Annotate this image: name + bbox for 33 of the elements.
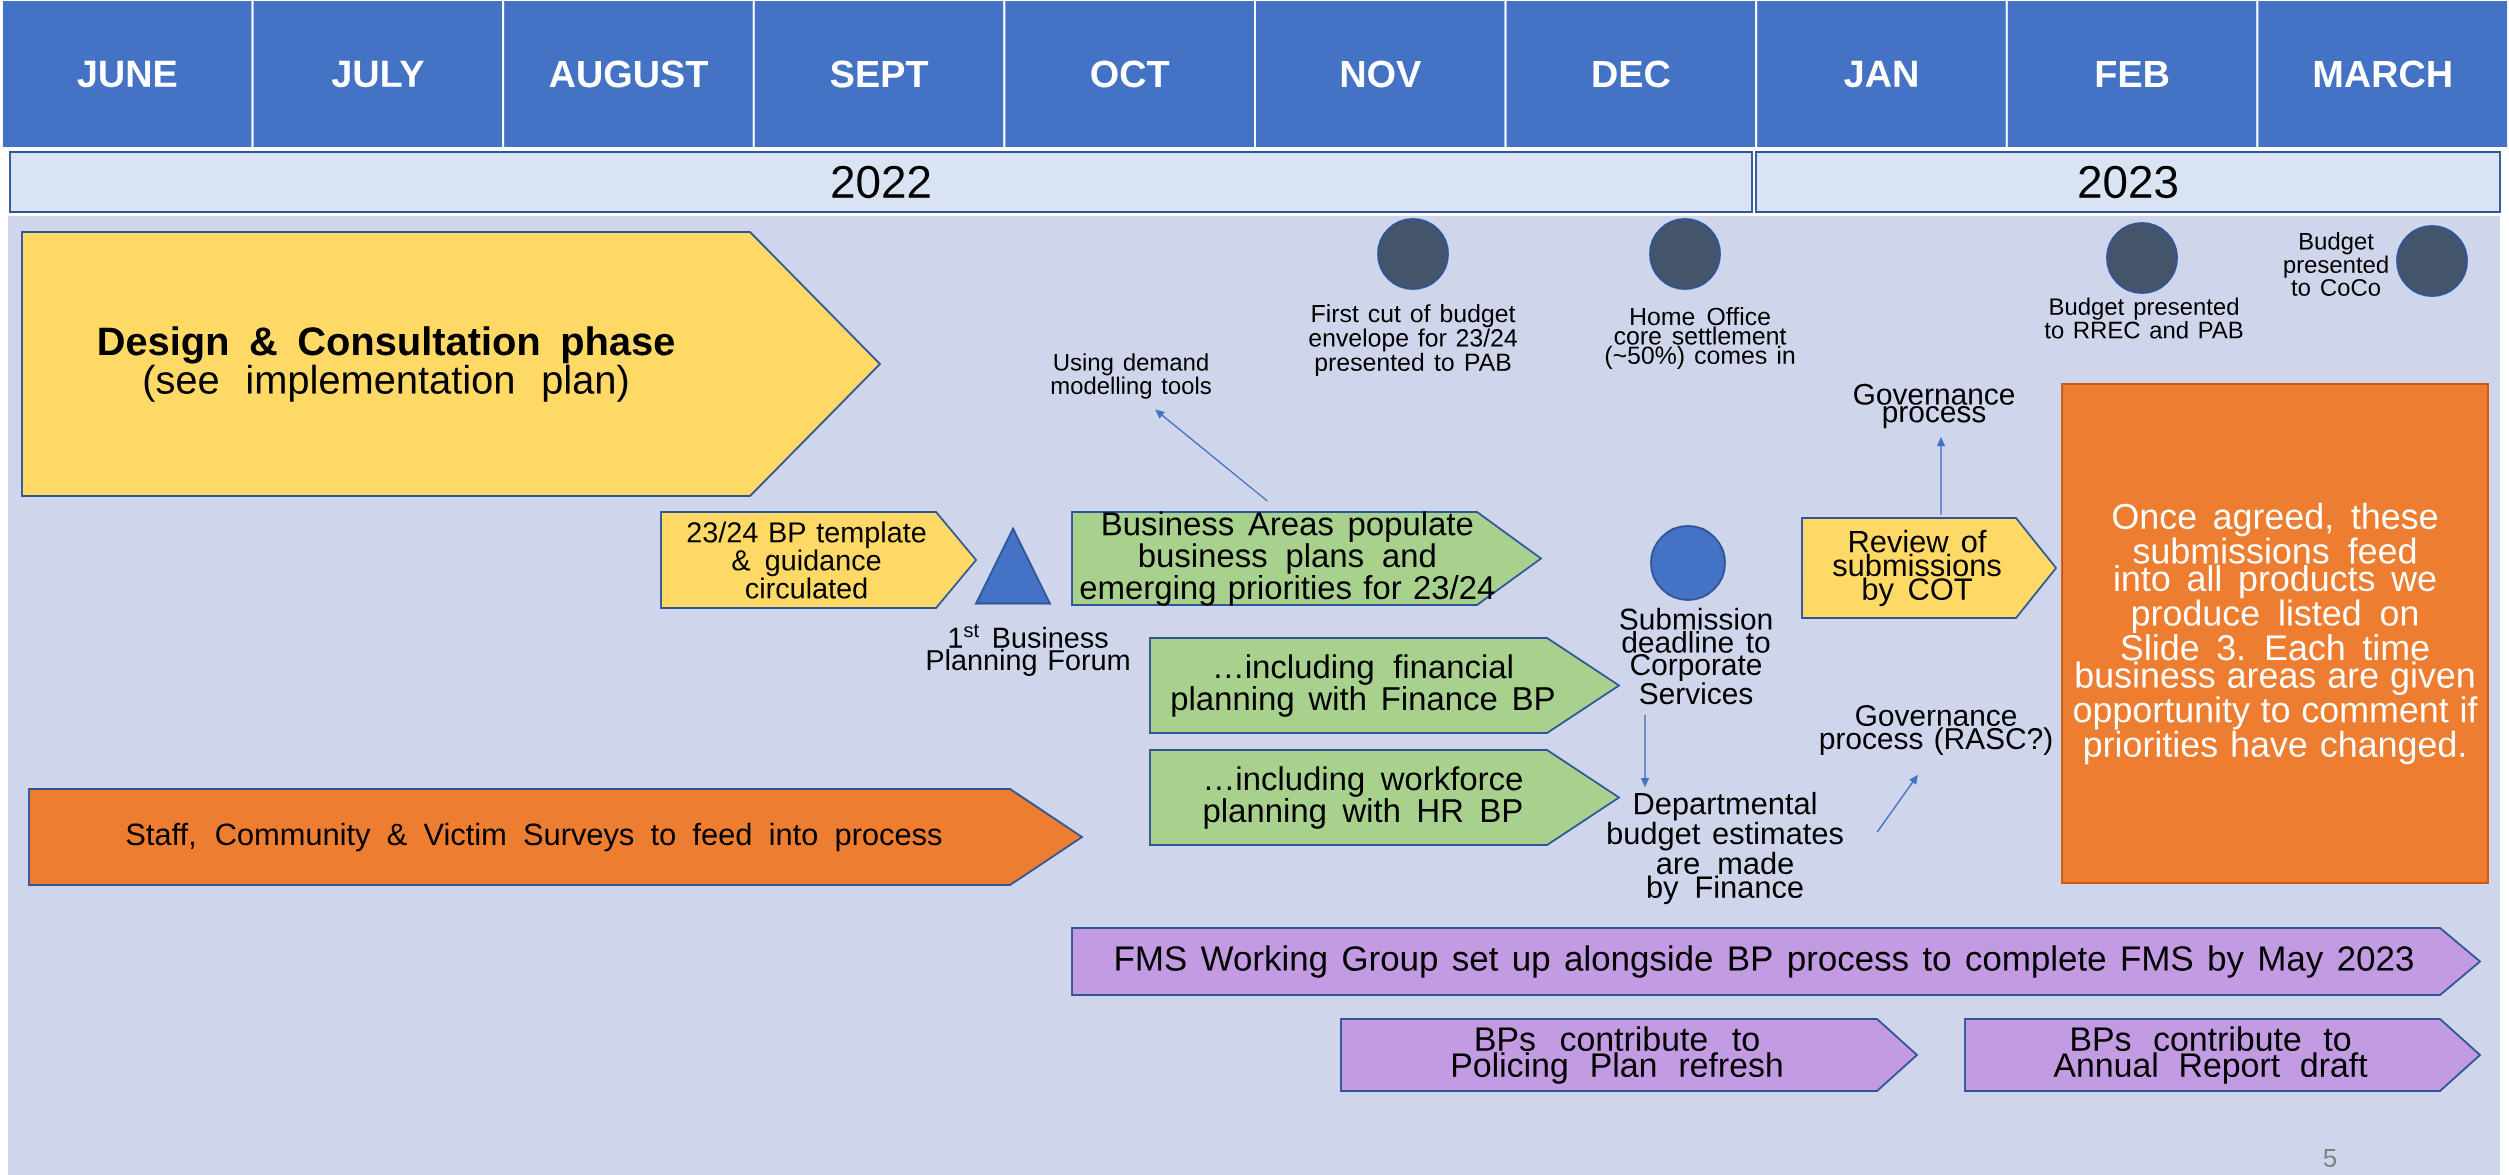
info-box: Once agreed, these submissions feed into all products we produce listed on Slide 3. Each time business areas are given opportunity to comment if priorities have changed. xyxy=(2061,383,2489,884)
month-header: SEPT xyxy=(752,0,1006,149)
milestone-caption: First cut of budget envelope for 23/24 presented to PAB xyxy=(1309,304,1517,376)
year-band: 2022 xyxy=(9,151,1753,213)
month-header: NOV xyxy=(1254,0,1507,149)
milestone-caption: 1$^{st}$ Business Planning Forum xyxy=(927,624,1129,676)
month-header: DEC xyxy=(1504,0,1758,149)
month-header: JULY xyxy=(251,0,505,149)
task-banner: BPs contribute to Annual Report draft xyxy=(1964,1018,2482,1092)
task-banner: Staff, Community & Victim Surveys to feed into process xyxy=(28,788,1084,886)
page-number: 5 xyxy=(2323,1149,2337,1168)
month-header: AUGUST xyxy=(502,0,755,149)
task-banner: Business Areas populate business plans and emerging priorities for 23/24 xyxy=(1071,511,1543,606)
month-header: MARCH xyxy=(2256,0,2509,149)
milestone-caption: Budget presented to RREC and PAB xyxy=(2044,297,2243,339)
milestone-caption: Submission deadline to Corporate Services xyxy=(1620,607,1772,705)
year-band: 2023 xyxy=(1755,151,2501,213)
task-banner: …including financial planning with Finance BP xyxy=(1149,637,1621,734)
task-banner: FMS Working Group set up alongside BP process to complete FMS by May 2023 xyxy=(1071,927,2482,996)
annotation-text: Governance process (RASC?) xyxy=(1820,704,2052,756)
month-header: JAN xyxy=(1755,0,2008,149)
phase-banner: Design & Consultation phase (see implementation plan) xyxy=(21,231,882,497)
month-header: OCT xyxy=(1003,0,1256,149)
task-banner: BPs contribute to Policing Plan refresh xyxy=(1340,1018,1919,1092)
month-header: JUNE xyxy=(1,0,254,149)
milestone-caption: Home Office core settlement (~50%) comes in xyxy=(1605,307,1795,369)
arrow xyxy=(1155,409,1269,502)
annotation-text: Using demand modelling tools xyxy=(1051,353,1211,399)
task-banner: 23/24 BP template & guidance circulated xyxy=(660,511,978,609)
month-header: FEB xyxy=(2005,0,2259,149)
task-banner: Review of submissions by COT xyxy=(1801,517,2058,619)
annotation-text: Governance process xyxy=(1854,383,2015,429)
milestone-caption: Budget presented to CoCo xyxy=(2284,232,2388,296)
